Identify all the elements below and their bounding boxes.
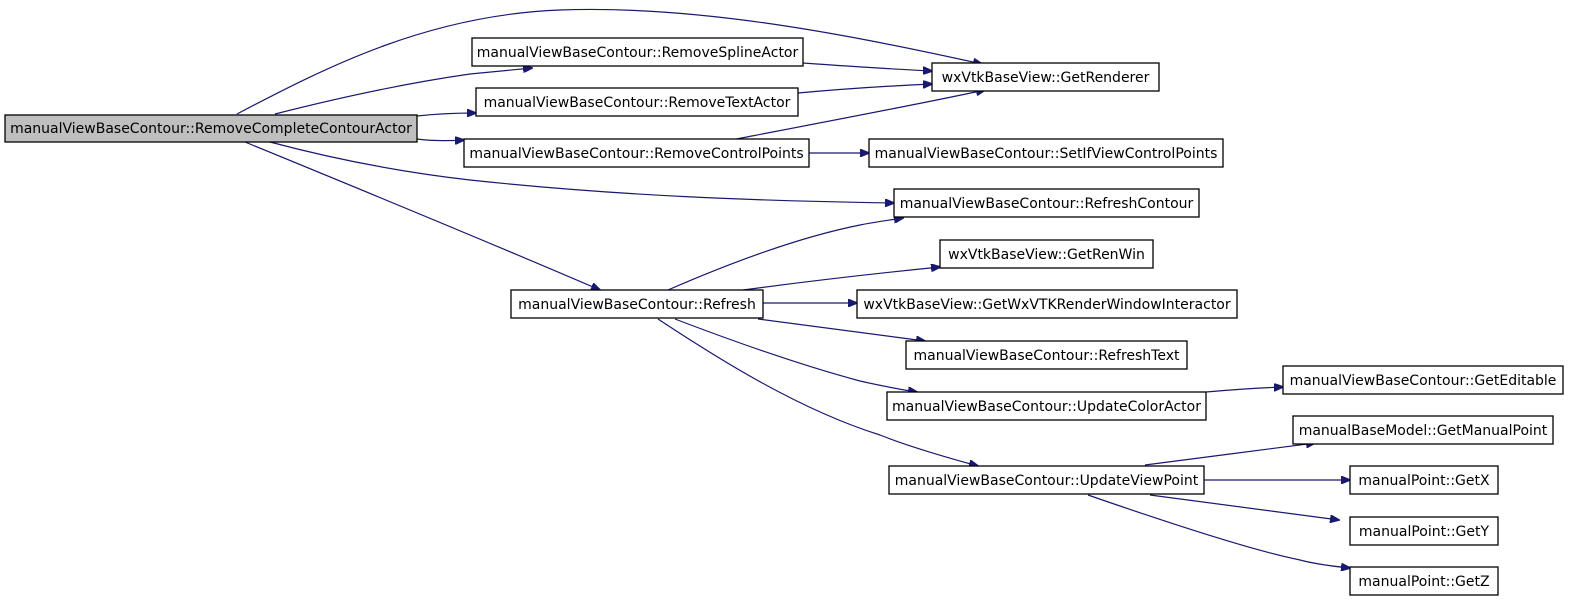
edge-n7-n10 [757, 318, 925, 341]
node-get-manual-point[interactable]: manualBaseModel::GetManualPoint [1292, 415, 1554, 445]
svg-text:manualViewBaseContour::RemoveC: manualViewBaseContour::RemoveControlPoin… [469, 146, 803, 162]
node-remove-control-points[interactable]: manualViewBaseContour::RemoveControlPoin… [463, 138, 810, 168]
node-update-color-actor[interactable]: manualViewBaseContour::UpdateColorActor [886, 391, 1207, 421]
node-get-z[interactable]: manualPoint::GetZ [1349, 566, 1499, 596]
node-remove-spline-actor[interactable]: manualViewBaseContour::RemoveSplineActor [471, 37, 804, 67]
svg-text:manualPoint::GetZ: manualPoint::GetZ [1358, 574, 1489, 590]
svg-text:manualViewBaseContour::RemoveT: manualViewBaseContour::RemoveTextActor [484, 95, 791, 111]
svg-text:manualViewBaseContour::SetIfVi: manualViewBaseContour::SetIfViewControlP… [875, 146, 1218, 162]
edge-n0-n4 [236, 8, 982, 115]
node-set-if-view-control-points[interactable]: manualViewBaseContour::SetIfViewControlP… [868, 138, 1224, 168]
svg-text:manualViewBaseContour::RemoveC: manualViewBaseContour::RemoveCompleteCon… [10, 121, 412, 137]
svg-text:wxVtkBaseView::GetWxVTKRenderW: wxVtkBaseView::GetWxVTKRenderWindowInter… [863, 297, 1231, 313]
svg-text:manualPoint::GetY: manualPoint::GetY [1359, 524, 1490, 540]
edge-n7-n13 [657, 318, 978, 466]
svg-text:wxVtkBaseView::GetRenWin: wxVtkBaseView::GetRenWin [948, 247, 1145, 263]
node-get-x[interactable]: manualPoint::GetX [1349, 465, 1499, 495]
svg-text:manualPoint::GetX: manualPoint::GetX [1358, 473, 1490, 489]
node-refresh-text[interactable]: manualViewBaseContour::RefreshText [905, 340, 1188, 370]
node-get-ren-win[interactable]: wxVtkBaseView::GetRenWin [939, 239, 1154, 269]
node-refresh[interactable]: manualViewBaseContour::Refresh [510, 289, 764, 319]
edge-n7-n11 [674, 318, 917, 392]
edge-n0-n3 [416, 139, 464, 141]
edge-n0-n1 [274, 68, 532, 115]
svg-text:manualViewBaseContour::Refresh: manualViewBaseContour::RefreshContour [900, 196, 1194, 212]
node-update-view-point[interactable]: manualViewBaseContour::UpdateViewPoint [888, 465, 1205, 495]
svg-text:manualViewBaseContour::GetEdit: manualViewBaseContour::GetEditable [1290, 373, 1557, 389]
svg-text:manualViewBaseContour::UpdateC: manualViewBaseContour::UpdateColorActor [892, 399, 1201, 415]
svg-text:manualViewBaseContour::UpdateV: manualViewBaseContour::UpdateViewPoint [895, 473, 1199, 489]
svg-text:wxVtkBaseView::GetRenderer: wxVtkBaseView::GetRenderer [942, 70, 1150, 86]
edge-n1-n4 [802, 62, 932, 71]
svg-text:manualViewBaseContour::Refresh: manualViewBaseContour::Refresh [518, 297, 756, 313]
node-remove-text-actor[interactable]: manualViewBaseContour::RemoveTextActor [475, 87, 799, 117]
svg-text:manualViewBaseContour::Refresh: manualViewBaseContour::RefreshText [913, 348, 1180, 364]
svg-text:manualViewBaseContour::RemoveS: manualViewBaseContour::RemoveSplineActor [477, 45, 799, 61]
edge-n3-n4 [735, 90, 985, 140]
edge-n7-n8 [742, 267, 940, 291]
node-get-renderer[interactable]: wxVtkBaseView::GetRenderer [931, 62, 1160, 92]
edge-n13-n14 [1144, 443, 1315, 466]
edge-n7-n6 [667, 218, 903, 291]
node-get-editable[interactable]: manualViewBaseContour::GetEditable [1282, 365, 1564, 395]
edge-n13-n16 [1149, 494, 1339, 520]
node-remove-complete-contour-actor[interactable]: manualViewBaseContour::RemoveCompleteCon… [4, 114, 418, 143]
edge-n11-n12 [1205, 387, 1283, 393]
node-get-y[interactable]: manualPoint::GetY [1349, 516, 1499, 546]
edge-n2-n4 [797, 84, 932, 94]
edge-n0-n7 [244, 141, 600, 290]
edge-n13-n17 [1087, 494, 1350, 568]
edge-n0-n6 [269, 141, 894, 203]
node-get-wx-vtk-render-window-interactor[interactable]: wxVtkBaseView::GetWxVTKRenderWindowInter… [856, 289, 1238, 319]
node-refresh-contour[interactable]: manualViewBaseContour::RefreshContour [893, 188, 1200, 218]
svg-text:manualBaseModel::GetManualPoin: manualBaseModel::GetManualPoint [1299, 423, 1548, 439]
edge-n0-n2 [416, 113, 476, 116]
